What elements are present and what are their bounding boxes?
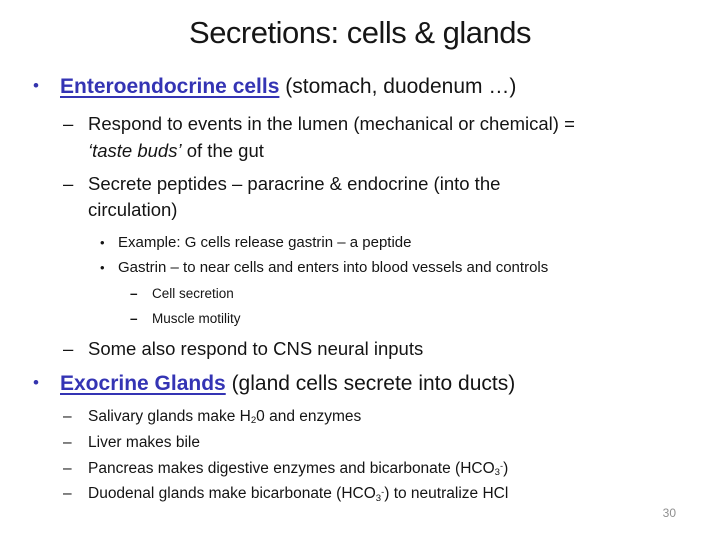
salivary-pre: Salivary glands make H: [88, 407, 251, 425]
subscript: 3: [494, 467, 500, 479]
dash-text: Liver makes bile: [88, 433, 200, 451]
respond-line2-rest: of the gut: [181, 139, 264, 161]
pancreas-post: ): [503, 459, 509, 477]
bullet-text: Enteroendocrine cells (stomach, duodenum…: [60, 73, 516, 100]
exocrine-suffix: (gland cells secrete into ducts): [225, 372, 516, 396]
salivary-post: 0 and enzymes: [256, 407, 362, 425]
dash-icon: –: [63, 173, 74, 195]
secrete-line2: circulation): [88, 199, 178, 221]
bullet-icon: •: [33, 76, 39, 96]
dash-item-respond: – Respond to events in the lumen (mechan…: [0, 111, 720, 164]
bullet-item-exocrine: • Exocrine Glands (gland cells secrete i…: [0, 370, 720, 397]
dash-item-pancreas: – Pancreas makes digestive enzymes and b…: [0, 459, 720, 480]
dash-icon: –: [63, 459, 72, 477]
dash-item-secrete: – Secrete peptides – paracrine & endocri…: [0, 171, 720, 224]
enteroendocrine-heading: Enteroendocrine cells: [60, 75, 280, 99]
bullet-text: Exocrine Glands (gland cells secrete int…: [60, 370, 515, 397]
dash-icon: –: [63, 407, 72, 425]
dash-item-liver: – Liver makes bile: [0, 433, 720, 454]
dash-icon: –: [130, 310, 138, 326]
dash-text: Duodenal glands make bicarbonate (HCO3-)…: [88, 484, 508, 505]
enteroendocrine-suffix: (stomach, duodenum …): [279, 75, 517, 99]
superscript: -: [381, 486, 385, 497]
taste-buds-italic: ‘taste buds’: [88, 139, 182, 161]
bullet-text: Gastrin – to near cells and enters into …: [118, 258, 549, 276]
dash-icon: –: [130, 286, 138, 302]
dash-text: Respond to events in the lumen (mechanic…: [88, 111, 575, 164]
dash-item-cell-secretion: – Cell secretion: [0, 285, 720, 303]
dash-text: Muscle motility: [152, 310, 241, 326]
superscript: -: [499, 460, 504, 471]
dash-text: Pancreas makes digestive enzymes and bic…: [88, 459, 508, 480]
bullet-text: Example: G cells release gastrin – a pep…: [118, 233, 412, 251]
subscript: 3: [375, 493, 382, 505]
bullet-icon: •: [33, 373, 39, 393]
dash-icon: –: [63, 433, 72, 451]
dash-item-muscle-motility: – Muscle motility: [0, 310, 720, 328]
bullet-item-gastrin: • Gastrin – to near cells and enters int…: [0, 258, 720, 278]
dash-text: Some also respond to CNS neural inputs: [88, 338, 424, 360]
bullet-item-example: • Example: G cells release gastrin – a p…: [0, 233, 720, 253]
dash-text: Salivary glands make H20 and enzymes: [88, 407, 361, 428]
dash-item-cns: – Some also respond to CNS neural inputs: [0, 336, 720, 362]
dash-text: Cell secretion: [152, 286, 234, 302]
duodenal-post: ) to neutralize HCl: [384, 485, 509, 503]
dash-item-duodenal: – Duodenal glands make bicarbonate (HCO3…: [0, 484, 720, 505]
subscript: 2: [250, 415, 257, 427]
dash-text: Secrete peptides – paracrine & endocrine…: [88, 171, 500, 224]
page-number: 30: [662, 506, 676, 520]
exocrine-heading: Exocrine Glands: [60, 372, 226, 396]
duodenal-pre: Duodenal glands make bicarbonate (HCO: [88, 485, 376, 503]
dash-icon: –: [63, 113, 74, 135]
dash-icon: –: [63, 485, 72, 503]
respond-line1: Respond to events in the lumen (mechanic…: [88, 113, 575, 135]
bullet-icon: •: [100, 259, 105, 275]
pancreas-pre: Pancreas makes digestive enzymes and bic…: [88, 459, 495, 477]
dash-icon: –: [63, 338, 74, 360]
bullet-item-enteroendocrine: • Enteroendocrine cells (stomach, duoden…: [0, 73, 720, 100]
bullet-icon: •: [100, 234, 105, 250]
dash-item-salivary: – Salivary glands make H20 and enzymes: [0, 407, 720, 428]
slide-title: Secretions: cells & glands: [189, 15, 531, 50]
secrete-line1: Secrete peptides – paracrine & endocrine…: [88, 173, 501, 195]
